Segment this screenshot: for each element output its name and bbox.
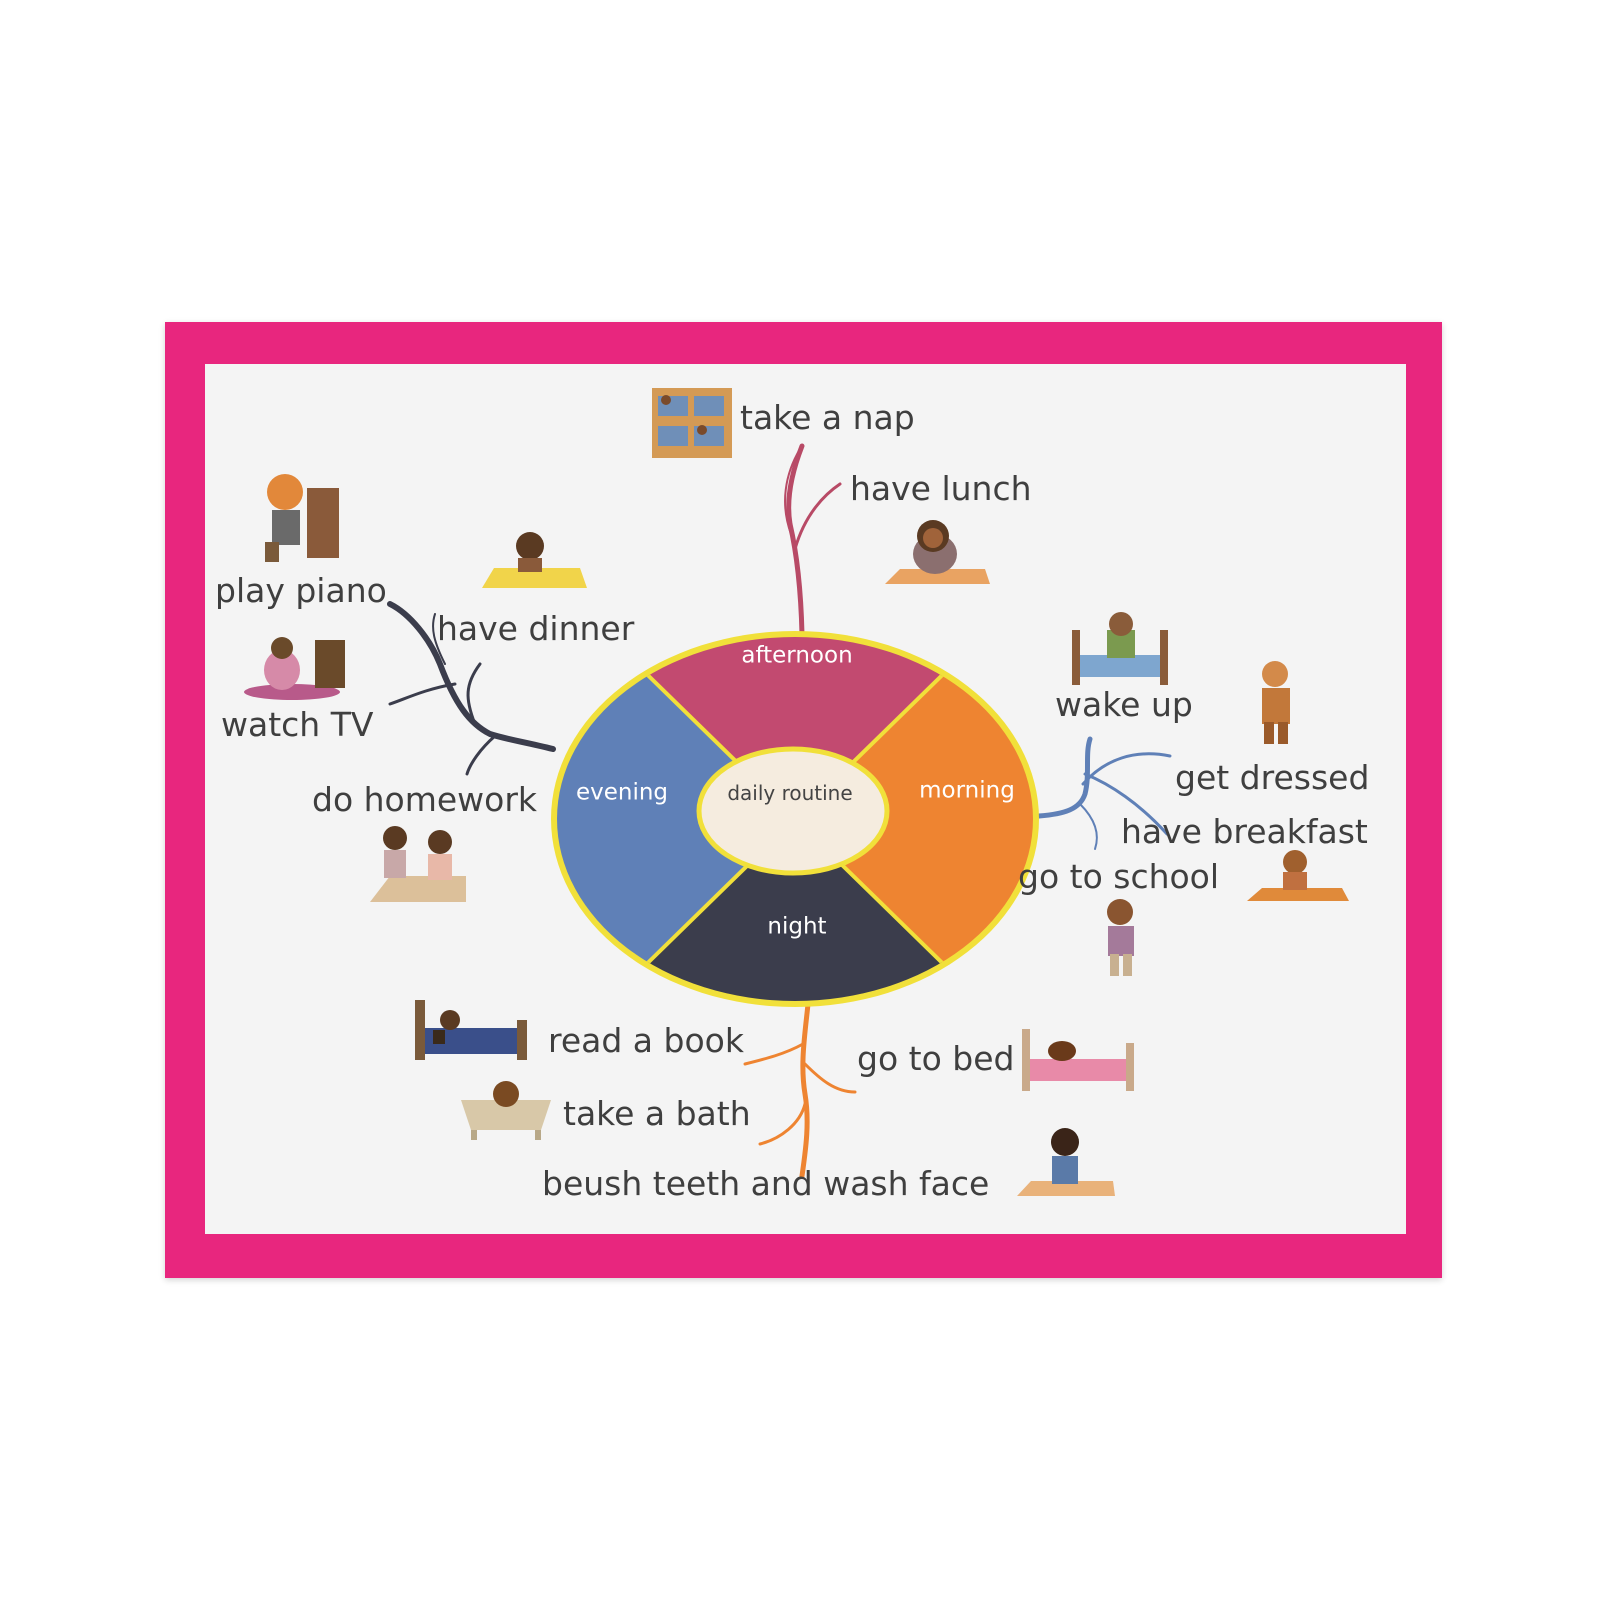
segment-label-night: night (767, 913, 827, 940)
activity-read-a-book: read a book (548, 1021, 744, 1060)
activity-do-homework: do homework (312, 780, 538, 819)
afternoon-branch (784, 443, 842, 637)
boy-playing-piano-icon (265, 474, 339, 562)
activity-get-dressed: get dressed (1175, 758, 1370, 797)
segment-evening (575, 637, 795, 1001)
activity-beush-teeth-and-wash-face: beush teeth and wash face (542, 1164, 990, 1203)
girl-watching-tv-icon (244, 637, 345, 700)
activity-go-to-bed: go to bed (857, 1039, 1015, 1078)
activity-take-a-nap: take a nap (740, 398, 915, 437)
poster-frame: afternoon morning night evening daily ro… (165, 322, 1442, 1278)
center-ellipse (696, 746, 890, 876)
child-in-bathtub-icon (461, 1081, 551, 1140)
activity-take-a-bath: take a bath (563, 1094, 751, 1133)
activity-go-to-school: go to school (1018, 857, 1220, 896)
segment-label-evening: evening (575, 779, 669, 806)
activity-have-lunch: have lunch (850, 469, 1032, 508)
activity-have-dinner: have dinner (437, 609, 635, 648)
segment-morning (795, 637, 1015, 1001)
boy-eating-breakfast-icon (1247, 850, 1349, 901)
segment-label-afternoon: afternoon (741, 642, 853, 669)
child-brushing-teeth-icon (1017, 1128, 1115, 1196)
activity-wake-up: wake up (1055, 685, 1193, 724)
girl-eating-lunch-icon (885, 520, 990, 584)
segment-afternoon (575, 637, 1015, 819)
children-doing-homework-icon (370, 826, 466, 902)
child-going-to-bed-icon (1022, 1029, 1134, 1091)
child-reading-in-bed-icon (415, 1000, 527, 1060)
branches-layer (244, 388, 1349, 1196)
night-branch (743, 1001, 857, 1179)
activity-play-piano: play piano (215, 571, 387, 610)
girl-eating-dinner-icon (482, 532, 587, 588)
center-label: daily routine (727, 781, 853, 805)
boy-waking-up-icon (1072, 612, 1168, 685)
routine-wheel (535, 594, 1055, 1007)
activity-have-breakfast: have breakfast (1121, 812, 1368, 851)
segment-afternoon-edge (535, 594, 1055, 604)
segment-night (575, 819, 1015, 1001)
morning-branch (1036, 736, 1172, 850)
activity-watch-tv: watch TV (221, 705, 374, 744)
evening-branch (387, 601, 556, 776)
boy-dressing-icon (1262, 661, 1290, 744)
children-napping-icon (652, 388, 732, 458)
segment-label-morning: morning (919, 777, 1015, 804)
girl-going-to-school-icon (1107, 899, 1134, 976)
mind-map-canvas: afternoon morning night evening daily ro… (205, 364, 1406, 1234)
